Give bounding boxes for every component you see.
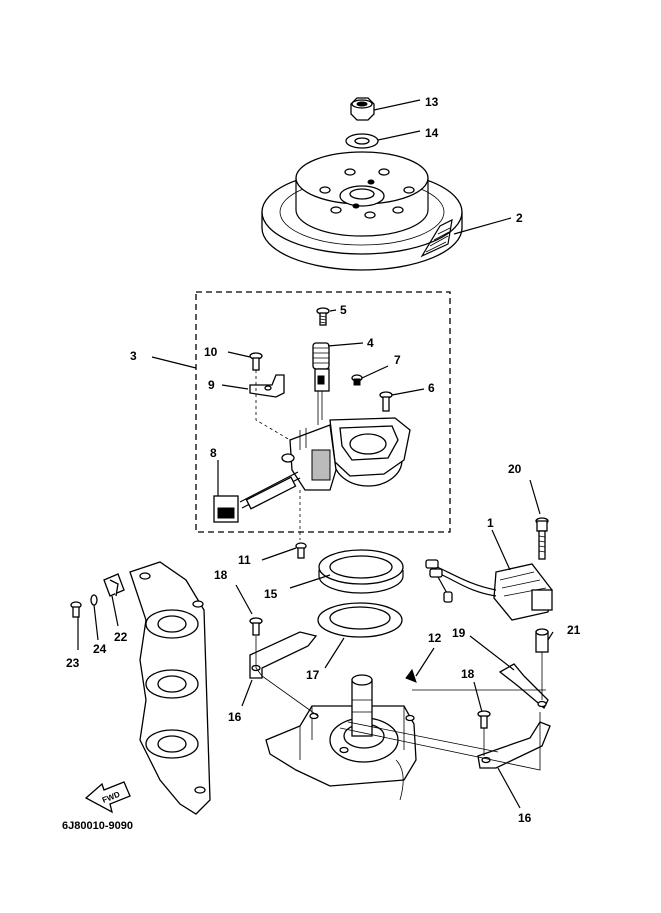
callout-16-right: 16 — [518, 811, 532, 825]
collar — [535, 628, 549, 653]
bracket — [103, 573, 125, 597]
forward-direction-arrow: FWD — [84, 781, 131, 814]
stator-wire-harness — [213, 471, 301, 523]
callout-3: 3 — [130, 349, 137, 363]
charge-coil-screw — [249, 352, 263, 371]
woodruff-key — [405, 668, 417, 683]
ground-lead — [498, 663, 549, 710]
callout-16-left: 16 — [228, 710, 242, 724]
stator-bolt — [295, 542, 307, 559]
callout-20: 20 — [508, 462, 522, 476]
callout-10: 10 — [204, 345, 218, 359]
charge-coil-stator — [281, 417, 411, 491]
callout-15: 15 — [264, 587, 278, 601]
flywheel-nut — [350, 97, 375, 121]
callout-7: 7 — [394, 353, 401, 367]
intake-manifold — [129, 561, 211, 815]
callout-4: 4 — [367, 336, 374, 350]
callout-13: 13 — [425, 95, 439, 109]
retainer-screw-left — [249, 617, 263, 636]
callout-14: 14 — [425, 126, 439, 140]
stator-assembly-boundary — [195, 291, 451, 533]
ignition-coil — [425, 559, 553, 621]
wire-clamp — [249, 374, 285, 398]
cdi-unit-bolt — [535, 517, 549, 560]
pulser-screw — [316, 307, 330, 326]
stator-screw — [379, 391, 393, 412]
callout-18-lower: 18 — [461, 667, 475, 681]
callout-17: 17 — [306, 668, 320, 682]
callout-8: 8 — [210, 446, 217, 460]
callout-19: 19 — [452, 626, 466, 640]
callout-6: 6 — [428, 381, 435, 395]
callout-2: 2 — [516, 211, 523, 225]
flywheel-washer — [345, 133, 379, 149]
callout-11: 11 — [238, 553, 251, 567]
flywheel-magneto — [261, 151, 463, 271]
callout-12: 12 — [428, 631, 442, 645]
bracket-screw — [70, 601, 82, 618]
retainer-right — [477, 721, 551, 769]
callout-24: 24 — [93, 642, 107, 656]
oil-seal-housing-gasket — [318, 549, 404, 594]
callout-9: 9 — [208, 378, 215, 392]
diagram-reference-code: 6J80010-9090 — [62, 820, 133, 832]
crankcase-upper — [265, 674, 417, 801]
callout-21: 21 — [567, 623, 581, 637]
callout-22: 22 — [114, 630, 128, 644]
callout-5: 5 — [340, 303, 347, 317]
plate-ring — [317, 602, 403, 638]
callout-1: 1 — [487, 516, 494, 530]
callout-23: 23 — [66, 656, 80, 670]
leader-lines — [77, 99, 554, 809]
ground-screw — [351, 374, 363, 386]
retainer-screw-right — [477, 710, 491, 729]
washer-small — [90, 594, 98, 606]
pulser-coil — [312, 342, 330, 425]
callout-18-upper: 18 — [214, 568, 228, 582]
callout-labels: 13 14 2 5 3 4 10 7 9 6 8 20 1 11 18 15 2… — [66, 95, 581, 825]
